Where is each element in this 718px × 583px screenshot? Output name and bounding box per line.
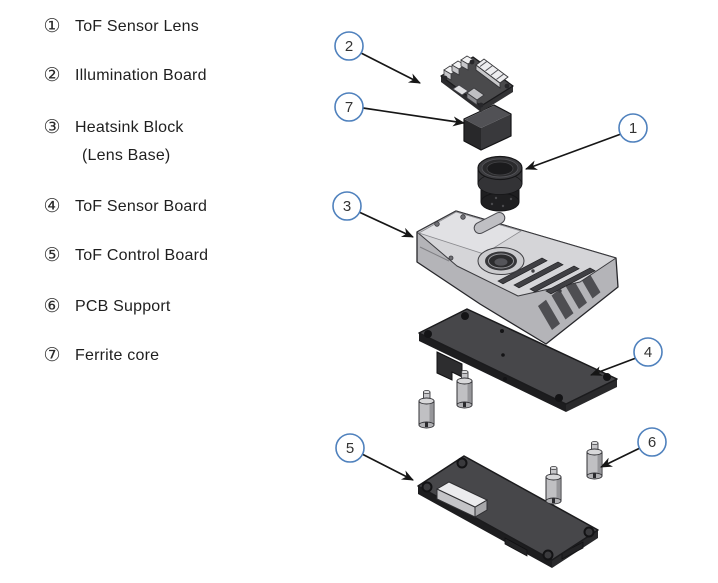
circled-number-icon: ① — [43, 16, 61, 37]
tof-sensor-board-drawing — [418, 308, 618, 412]
circled-number-icon: ② — [43, 65, 61, 86]
callout-balloons: 2 7 1 3 4 6 5 — [332, 31, 667, 463]
legend-label: ToF Control Board — [75, 247, 209, 264]
legend-item-heatsink-block: ③ Heatsink Block (Lens Base) — [40, 116, 184, 168]
circled-number-icon: ⑤ — [43, 245, 61, 266]
svg-text:2: 2 — [345, 38, 353, 55]
callout-arrow-4 — [590, 357, 637, 376]
callout-balloon-2: 2 — [334, 31, 364, 61]
legend-item-tof-sensor-lens: ① ToF Sensor Lens — [40, 15, 199, 39]
callout-balloon-3: 3 — [332, 191, 362, 221]
legend-label: Heatsink Block — [75, 119, 184, 136]
legend-item-tof-sensor-board: ④ ToF Sensor Board — [40, 195, 207, 219]
ferrite-core-drawing — [463, 104, 512, 151]
board-connector-drawing — [435, 481, 489, 518]
svg-text:6: 6 — [648, 434, 656, 451]
callout-arrow-3 — [358, 211, 414, 238]
svg-text:1: 1 — [629, 120, 637, 137]
callout-balloon-7: 7 — [334, 92, 364, 122]
callout-arrow-6 — [600, 447, 641, 468]
circled-number-icon: ④ — [43, 196, 61, 217]
callout-balloon-4: 4 — [633, 337, 663, 367]
callout-arrows — [358, 52, 641, 481]
circled-number-icon: ⑥ — [43, 296, 61, 317]
circled-number-icon: ③ — [43, 117, 61, 138]
lens-mount-recess-drawing — [477, 247, 525, 275]
callout-balloon-6: 6 — [637, 427, 667, 457]
legend-label-secondary: (Lens Base) — [82, 147, 171, 164]
legend-label: ToF Sensor Lens — [75, 18, 199, 35]
callout-arrow-1 — [525, 133, 622, 170]
circled-number-icon: ⑦ — [43, 345, 61, 366]
illumination-board-drawing — [440, 55, 514, 112]
heatsink-block-drawing — [416, 210, 619, 345]
legend-item-pcb-support: ⑥ PCB Support — [40, 295, 171, 319]
legend-label: Ferrite core — [75, 347, 160, 364]
svg-text:7: 7 — [345, 99, 353, 116]
callout-balloon-5: 5 — [335, 433, 365, 463]
pcb-support-standoff-drawing — [418, 370, 473, 429]
legend-item-ferrite-core: ⑦ Ferrite core — [40, 344, 159, 368]
callout-arrow-5 — [361, 453, 414, 481]
tof-control-board-drawing — [417, 455, 599, 568]
legend-item-illumination-board: ② Illumination Board — [40, 64, 207, 88]
legend-label: ToF Sensor Board — [75, 198, 208, 215]
callout-arrow-7 — [362, 107, 465, 127]
svg-text:4: 4 — [644, 344, 652, 361]
legend-item-tof-control-board: ⑤ ToF Control Board — [40, 244, 208, 268]
svg-text:3: 3 — [343, 198, 351, 215]
pcb-support-standoff-drawing — [545, 441, 603, 505]
legend-label: PCB Support — [75, 298, 171, 315]
tof-sensor-lens-drawing — [477, 155, 523, 212]
svg-text:5: 5 — [346, 440, 354, 457]
legend-label: Illumination Board — [75, 67, 207, 84]
callout-balloon-1: 1 — [618, 113, 648, 143]
callout-arrow-2 — [360, 52, 421, 84]
